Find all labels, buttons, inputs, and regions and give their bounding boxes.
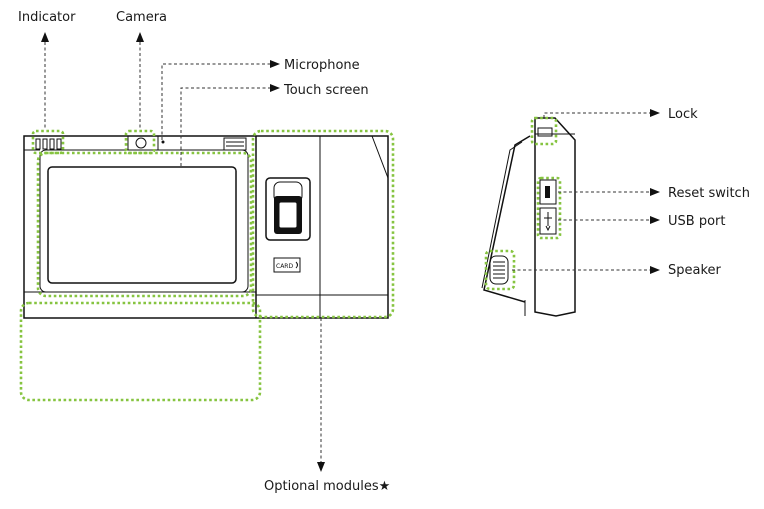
lock-label: Lock xyxy=(668,107,698,122)
indicator-slot xyxy=(35,138,41,150)
touch-screen-label: Touch screen xyxy=(283,83,369,98)
indicator-arrow-icon xyxy=(41,32,49,42)
indicator-highlight xyxy=(31,129,65,155)
microphone-leader xyxy=(161,63,270,140)
speaker-grille-icon xyxy=(489,255,509,285)
optional-module-right-highlight xyxy=(251,129,395,319)
touch-screen-highlight xyxy=(36,151,253,298)
side-view xyxy=(481,116,576,317)
screen-bezel xyxy=(39,149,249,293)
device-body-side xyxy=(534,117,576,317)
indicator-label: Indicator xyxy=(18,10,76,25)
usb-port-arrow-icon xyxy=(650,216,660,224)
indicator-slot xyxy=(56,138,62,150)
touch-screen xyxy=(47,166,237,284)
camera-lens xyxy=(135,137,147,149)
indicator-slot xyxy=(42,138,48,150)
lock-icon xyxy=(537,127,553,137)
side-bezel-inner xyxy=(481,141,523,289)
lock-leader xyxy=(543,112,650,118)
camera-housing xyxy=(127,135,159,151)
optional-modules-label: Optional modules★ xyxy=(264,479,390,494)
optional-modules-arrow-icon xyxy=(317,462,325,472)
lock-highlight xyxy=(530,116,558,146)
speaker-arrow-icon xyxy=(650,266,660,274)
usb-port-label: USB port xyxy=(668,214,725,229)
device-body-front xyxy=(23,135,389,319)
module-end-edge xyxy=(371,135,389,318)
side-bezel xyxy=(483,135,531,303)
speaker-label: Speaker xyxy=(668,263,722,278)
camera-arrow-icon xyxy=(136,32,144,42)
front-view: CARD xyxy=(19,129,395,402)
microphone-arrow-icon xyxy=(270,60,280,68)
labels: Indicator Camera Microphone Touch screen… xyxy=(18,10,750,494)
card-badge-text: CARD xyxy=(276,263,293,270)
fingerprint-sensor-icon xyxy=(265,177,311,241)
side-ports-highlight xyxy=(536,176,562,240)
lock-arrow-icon xyxy=(650,109,660,117)
usb-port-slot xyxy=(539,207,557,235)
indicator-slot xyxy=(49,138,55,150)
touch-screen-arrow-icon xyxy=(270,84,280,92)
microphone-hole xyxy=(161,140,165,144)
touch-screen-leader xyxy=(180,87,270,166)
reset-switch-label: Reset switch xyxy=(668,186,750,201)
microphone-label: Microphone xyxy=(284,58,360,73)
reset-switch-arrow-icon xyxy=(650,188,660,196)
logo-badge-icon xyxy=(223,137,247,151)
reset-switch-icon xyxy=(545,186,550,198)
leader-lines xyxy=(41,32,660,472)
optional-module-lower-highlight xyxy=(19,301,262,402)
camera-label: Camera xyxy=(116,10,167,25)
usb-port-icon xyxy=(544,212,552,232)
card-reader-icon: CARD xyxy=(273,257,301,273)
reset-switch-slot xyxy=(539,179,557,205)
